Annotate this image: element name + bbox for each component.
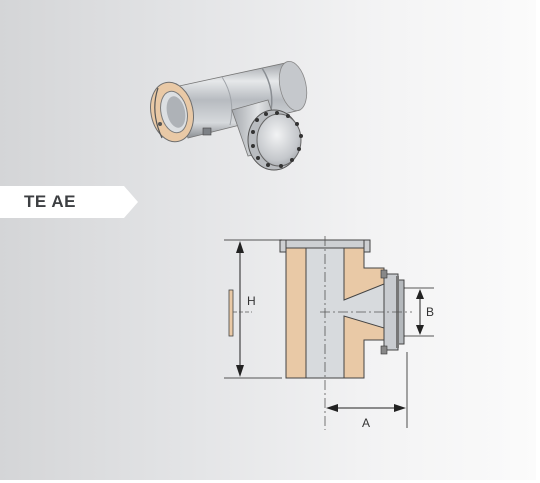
product-name: TE AE [24, 192, 76, 211]
insulation-left [285, 247, 307, 379]
dimension-a-label: A [362, 416, 370, 430]
dimension-h-label: H [247, 294, 256, 308]
dimension-b-label: B [426, 305, 434, 319]
product-name-tab: TE AE [0, 186, 138, 218]
